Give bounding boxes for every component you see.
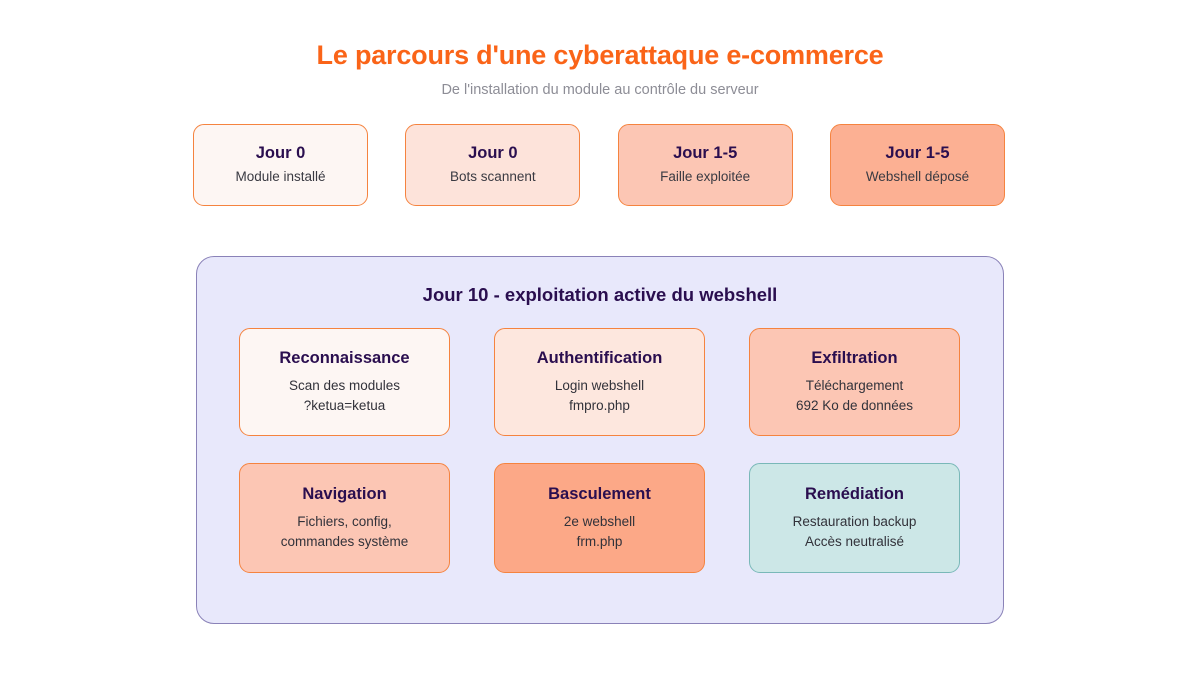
detail-card-line-2: ?ketua=ketua: [303, 397, 386, 413]
detail-card-navigation: Navigation Fichiers, config, commandes s…: [239, 463, 450, 574]
detail-card-line-2: frm.php: [576, 533, 623, 549]
detail-card-line-1: Téléchargement: [805, 378, 904, 394]
detail-card-line-2: fmpro.php: [569, 397, 630, 413]
panel-title: Jour 10 - exploitation active du webshel…: [422, 284, 778, 305]
detail-card-line-1: Login webshell: [554, 378, 645, 394]
detail-card-authentification: Authentification Login webshell fmpro.ph…: [494, 328, 705, 437]
detail-card-title: Remédiation: [804, 485, 905, 504]
detail-card-reconnaissance: Reconnaissance Scan des modules ?ketua=k…: [239, 328, 450, 437]
detail-card-title: Reconnaissance: [279, 349, 410, 368]
detail-card-remediation: Remédiation Restauration backup Accès ne…: [749, 463, 960, 574]
page-title: Le parcours d'une cyberattaque e-commerc…: [316, 40, 884, 70]
detail-card-line-2: Accès neutralisé: [804, 533, 905, 549]
timeline-step-4: Jour 1-5 Webshell déposé: [829, 124, 1005, 206]
detail-card-line-1: Restauration backup: [792, 514, 917, 530]
detail-card-title: Navigation: [302, 485, 387, 504]
timeline-step-event: Faille exploitée: [660, 169, 751, 185]
detail-card-line-1: Scan des modules: [288, 378, 401, 394]
timeline-step-1: Jour 0 Module installé: [193, 124, 368, 206]
detail-card-line-2: 692 Ko de données: [795, 397, 914, 413]
timeline-step-event: Module installé: [235, 169, 326, 185]
timeline-step-event: Webshell déposé: [865, 169, 970, 185]
page-subtitle: De l'installation du module au contrôle …: [441, 81, 759, 98]
timeline-step-2: Jour 0 Bots scannent: [405, 124, 581, 206]
detail-card-exfiltration: Exfiltration Téléchargement 692 Ko de do…: [749, 328, 960, 437]
detail-card-title: Basculement: [548, 485, 651, 504]
detail-card-title: Authentification: [536, 349, 663, 368]
detail-card-grid: Reconnaissance Scan des modules ?ketua=k…: [239, 328, 961, 574]
detail-card-line-1: Fichiers, config,: [297, 514, 392, 530]
header: Le parcours d'une cyberattaque e-commerc…: [0, 0, 1200, 99]
detail-card-basculement: Basculement 2e webshell frm.php: [494, 463, 705, 574]
timeline-step-day: Jour 0: [255, 144, 306, 163]
timeline-row: Jour 0 Module installé Jour 0 Bots scann…: [193, 124, 1005, 206]
timeline-step-3: Jour 1-5 Faille exploitée: [617, 124, 793, 206]
timeline-step-event: Bots scannent: [450, 169, 536, 185]
timeline-step-day: Jour 1-5: [673, 144, 738, 163]
timeline-step-day: Jour 1-5: [885, 144, 950, 163]
timeline-step-day: Jour 0: [468, 144, 518, 163]
detail-card-line-2: commandes système: [280, 533, 409, 549]
detail-card-line-1: 2e webshell: [563, 514, 636, 530]
detail-card-title: Exfiltration: [811, 349, 898, 368]
exploitation-panel: Jour 10 - exploitation active du webshel…: [196, 256, 1004, 624]
